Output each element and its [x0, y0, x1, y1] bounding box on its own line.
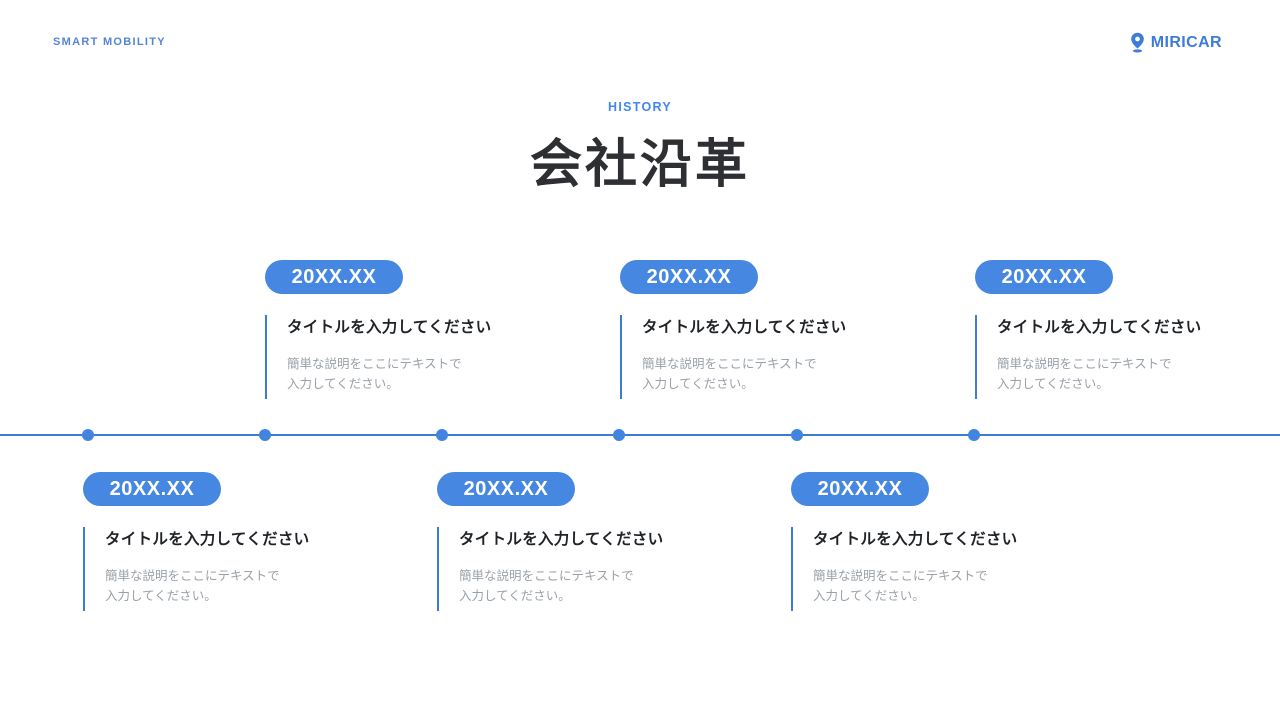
- logo: MIRICAR: [1129, 32, 1222, 53]
- timeline-item: 20XX.XX タイトルを入力してください 簡単な説明をここにテキストで 入力し…: [791, 472, 1031, 611]
- timeline-item: 20XX.XX タイトルを入力してください 簡単な説明をここにテキストで 入力し…: [83, 472, 323, 611]
- timeline-item-description: 簡単な説明をここにテキストで 入力してください。: [997, 357, 1172, 391]
- timeline-item-text: タイトルを入力してください 簡単な説明をここにテキストで 入力してください。: [791, 527, 1031, 611]
- timeline-item: 20XX.XX タイトルを入力してください 簡単な説明をここにテキストで 入力し…: [437, 472, 677, 611]
- timeline-item-description: 簡単な説明をここにテキストで 入力してください。: [459, 569, 634, 603]
- timeline-item-title: タイトルを入力してください: [997, 319, 1202, 336]
- timeline-item-description: 簡単な説明をここにテキストで 入力してください。: [287, 357, 462, 391]
- timeline-dot: [791, 429, 803, 441]
- brand-text: SMART MOBILITY: [53, 36, 166, 48]
- date-badge: 20XX.XX: [791, 472, 929, 506]
- logo-text: MIRICAR: [1150, 33, 1222, 51]
- date-badge: 20XX.XX: [975, 260, 1113, 294]
- timeline-item-title: タイトルを入力してください: [459, 531, 664, 548]
- timeline-item-text: タイトルを入力してください 簡単な説明をここにテキストで 入力してください。: [437, 527, 677, 611]
- date-badge: 20XX.XX: [83, 472, 221, 506]
- timeline-item-title: タイトルを入力してください: [105, 531, 310, 548]
- timeline-item-title: タイトルを入力してください: [287, 319, 492, 336]
- timeline-item: 20XX.XX タイトルを入力してください 簡単な説明をここにテキストで 入力し…: [620, 260, 860, 399]
- timeline-item-text: タイトルを入力してください 簡単な説明をここにテキストで 入力してください。: [83, 527, 323, 611]
- location-pin-icon: [1129, 32, 1146, 53]
- timeline-dot: [613, 429, 625, 441]
- timeline-item-text: タイトルを入力してください 簡単な説明をここにテキストで 入力してください。: [265, 315, 505, 399]
- timeline-item-description: 簡単な説明をここにテキストで 入力してください。: [642, 357, 817, 391]
- date-badge: 20XX.XX: [620, 260, 758, 294]
- timeline-dot: [82, 429, 94, 441]
- date-badge: 20XX.XX: [265, 260, 403, 294]
- timeline-dot: [259, 429, 271, 441]
- page-title: 会社沿革: [529, 136, 750, 194]
- section-eyebrow: HISTORY: [608, 100, 672, 114]
- timeline-item: 20XX.XX タイトルを入力してください 簡単な説明をここにテキストで 入力し…: [265, 260, 505, 399]
- timeline-item-title: タイトルを入力してください: [642, 319, 847, 336]
- timeline-item-description: 簡単な説明をここにテキストで 入力してください。: [813, 569, 988, 603]
- timeline-axis: [0, 434, 1280, 436]
- date-badge: 20XX.XX: [437, 472, 575, 506]
- timeline-dot: [968, 429, 980, 441]
- timeline-dot: [436, 429, 448, 441]
- timeline-item-text: タイトルを入力してください 簡単な説明をここにテキストで 入力してください。: [975, 315, 1215, 399]
- timeline-item-description: 簡単な説明をここにテキストで 入力してください。: [105, 569, 280, 603]
- timeline-item-text: タイトルを入力してください 簡単な説明をここにテキストで 入力してください。: [620, 315, 860, 399]
- timeline-item-title: タイトルを入力してください: [813, 531, 1018, 548]
- timeline-item: 20XX.XX タイトルを入力してください 簡単な説明をここにテキストで 入力し…: [975, 260, 1215, 399]
